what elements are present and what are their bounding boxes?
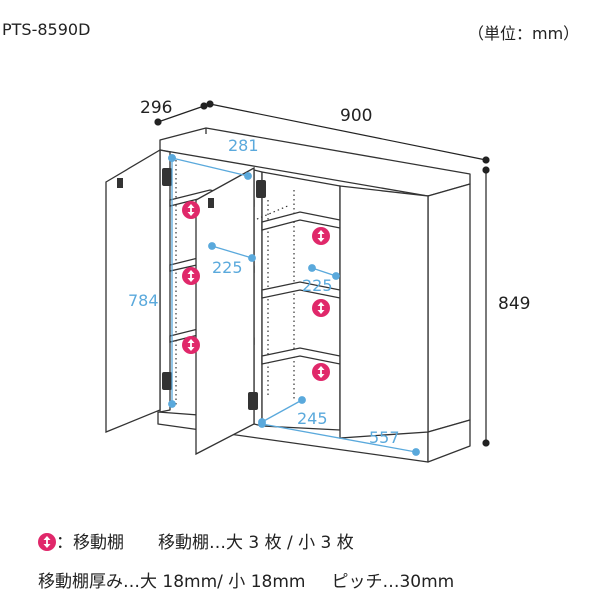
hinge-icon <box>162 372 172 390</box>
model-number: PTS-8590D <box>2 20 91 39</box>
center-divider <box>253 169 263 427</box>
inner-width-dim-line <box>258 420 420 456</box>
legend-line-2: 移動棚厚み…大 18mm/ 小 18mm ピッチ…30mm <box>38 567 454 592</box>
movable-shelf-marker-icon <box>182 201 200 219</box>
movable-shelf-legend-icon <box>38 533 56 551</box>
hinge-icon <box>162 168 172 186</box>
legend-line-1: ：移動棚 移動棚…大 3 枚 / 小 3 枚 <box>38 528 354 553</box>
right-door <box>339 185 429 439</box>
outer-dimension-lines <box>154 100 490 447</box>
right-shelves <box>261 211 341 365</box>
inner-depth-label: 281 <box>228 136 259 155</box>
depth-dim-line <box>154 102 208 126</box>
movable-shelf-marker-icon <box>312 299 330 317</box>
center-door-handle <box>208 198 214 208</box>
shelf-count-text: 移動棚…大 3 枚 / 小 3 枚 <box>158 533 354 553</box>
base-plinth-side <box>427 419 471 463</box>
unit-label: （単位：mm） <box>468 24 580 43</box>
right-side-panel <box>427 183 471 433</box>
movable-shelf-markers <box>182 201 330 381</box>
inner-height-label: 784 <box>128 291 159 310</box>
width-dim-label: 900 <box>340 106 372 126</box>
legend-icon-label: ：移動棚 <box>56 533 124 553</box>
movable-shelf-marker-icon <box>182 267 200 285</box>
right-back-panel <box>261 171 341 431</box>
movable-shelf-marker-icon <box>182 336 200 354</box>
inner-depth-dim-line <box>168 154 252 180</box>
inner-width-label: 557 <box>369 428 400 447</box>
pitch-text: ピッチ…30mm <box>331 572 455 592</box>
movable-shelf-marker-icon <box>312 227 330 245</box>
bottom-depth-dim-line <box>258 396 306 426</box>
bottom-depth-label: 245 <box>297 409 328 428</box>
shelf-depth-right-dim-line <box>308 264 340 280</box>
hinge-icon <box>256 180 266 198</box>
depth-dim-label: 296 <box>140 98 172 118</box>
shelf-depth-right-label: 225 <box>302 276 333 295</box>
left-open-door <box>105 148 161 433</box>
shelf-thickness-text: 移動棚厚み…大 18mm/ 小 18mm <box>38 572 306 592</box>
height-dim-label: 849 <box>498 294 530 314</box>
left-door-handle <box>117 178 123 188</box>
inner-dimension-lines <box>168 154 420 456</box>
shelf-depth-left-dim-line <box>208 242 256 262</box>
center-open-door <box>195 166 255 456</box>
width-dim-line <box>206 100 490 164</box>
shelf-depth-left-label: 225 <box>212 258 243 277</box>
movable-shelf-marker-icon <box>312 363 330 381</box>
hinge-icon <box>248 392 258 410</box>
